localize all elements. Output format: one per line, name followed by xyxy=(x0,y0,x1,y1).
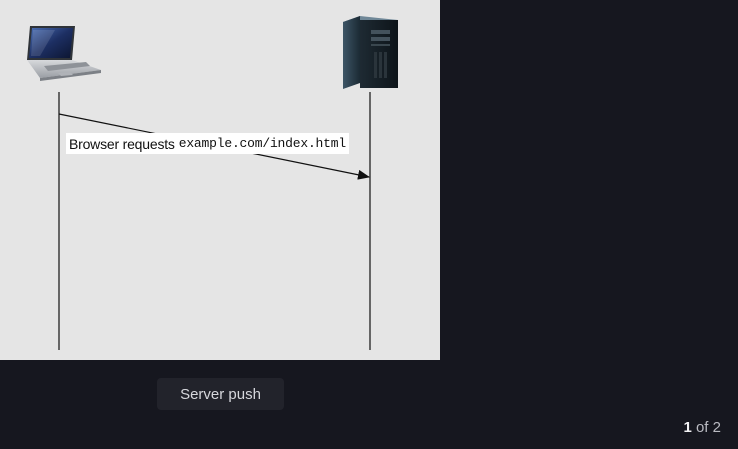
sequence-diagram xyxy=(27,16,398,350)
request-message-text: Browser requests xyxy=(69,135,175,152)
current-slide-number: 1 xyxy=(683,419,692,436)
laptop-icon xyxy=(27,26,101,81)
request-message-label: Browser requests example.com/index.html xyxy=(66,133,349,154)
slide-counter-separator: of xyxy=(695,419,709,436)
slide-frame: Browser requests example.com/index.html xyxy=(0,0,440,360)
request-url: example.com/index.html xyxy=(178,136,346,151)
slide-counter: 1 of 2 xyxy=(683,419,721,436)
server-tower-icon xyxy=(343,16,398,89)
slide-caption-button[interactable]: Server push xyxy=(157,378,284,410)
total-slides-number: 2 xyxy=(712,419,721,436)
